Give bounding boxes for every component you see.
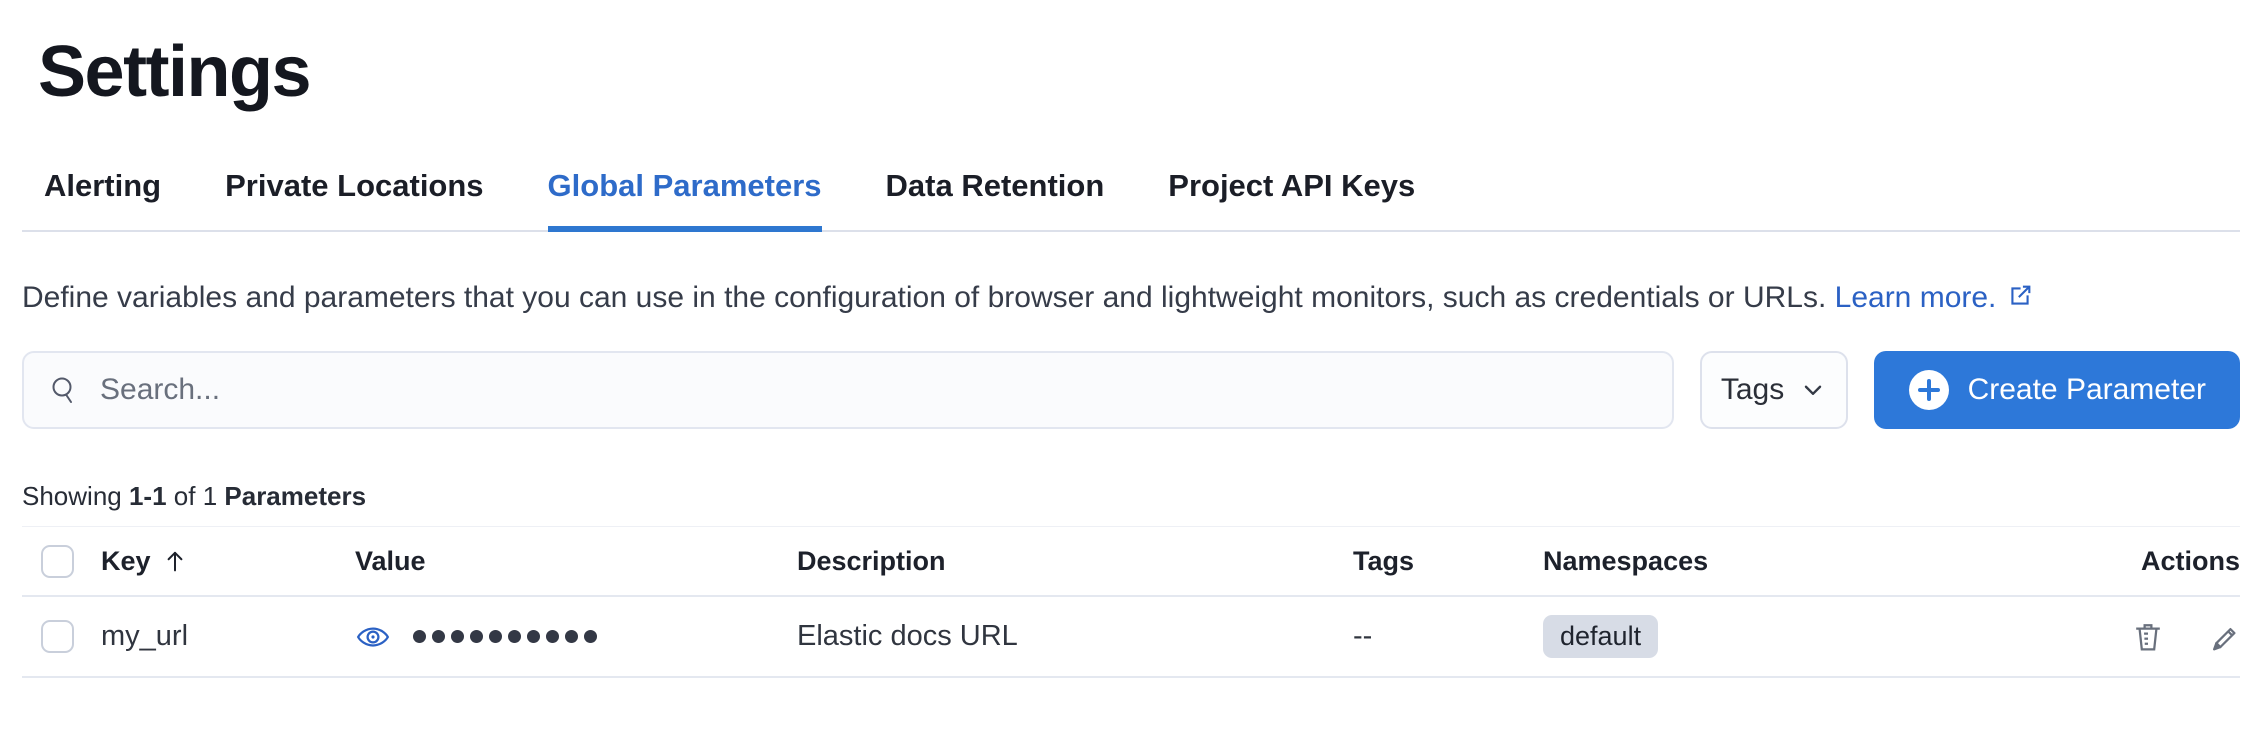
tab-private-locations[interactable]: Private Locations: [225, 168, 484, 203]
row-tags: --: [1353, 620, 1373, 652]
settings-tabs: Alerting Private Locations Global Parame…: [22, 168, 2240, 232]
tab-global-parameters[interactable]: Global Parameters: [547, 168, 822, 232]
learn-more-link[interactable]: Learn more.: [1835, 281, 2035, 314]
column-header-tags: Tags: [1353, 545, 1415, 576]
settings-page: Settings Alerting Private Locations Glob…: [0, 30, 2262, 754]
trash-icon[interactable]: [2130, 619, 2166, 655]
column-header-key[interactable]: Key: [86, 546, 340, 577]
eye-icon[interactable]: [355, 619, 391, 655]
table-row: my_url Elastic docs URL -- default: [22, 597, 2240, 678]
namespace-badge: default: [1543, 615, 1659, 658]
search-input[interactable]: [100, 373, 1648, 407]
sort-ascending-icon: [161, 547, 189, 575]
select-all-checkbox[interactable]: [41, 544, 74, 578]
external-link-icon: [2006, 277, 2034, 325]
page-title: Settings: [38, 32, 312, 112]
table-header-row: Key Value Description Tags Namespaces Ac…: [22, 526, 2240, 597]
row-namespaces: default: [1528, 615, 2100, 658]
tab-alerting[interactable]: Alerting: [44, 168, 162, 203]
column-header-description: Description: [797, 545, 946, 576]
row-value: [340, 619, 782, 655]
row-key: my_url: [101, 620, 189, 652]
row-actions: [2100, 619, 2240, 655]
tab-data-retention[interactable]: Data Retention: [885, 168, 1105, 203]
page-description: Define variables and parameters that you…: [22, 274, 2222, 325]
search-box: [22, 351, 1674, 429]
pencil-icon[interactable]: [2204, 619, 2240, 655]
row-checkbox[interactable]: [41, 620, 74, 653]
tags-filter-label: Tags: [1720, 373, 1785, 406]
search-icon: [48, 374, 80, 406]
plus-in-circle-icon: [1908, 369, 1950, 411]
description-text: Define variables and parameters that you…: [22, 281, 1827, 314]
parameters-table: Key Value Description Tags Namespaces Ac…: [22, 526, 2240, 678]
results-count: Showing 1-1 of 1 Parameters: [22, 481, 367, 511]
create-parameter-label: Create Parameter: [1967, 373, 2206, 406]
tab-project-api-keys[interactable]: Project API Keys: [1168, 168, 1416, 203]
column-header-namespaces: Namespaces: [1543, 545, 1709, 576]
column-header-value: Value: [355, 545, 426, 576]
create-parameter-button[interactable]: Create Parameter: [1873, 351, 2240, 429]
parameters-toolbar: Tags Create Parameter: [22, 351, 2240, 429]
tags-filter-button[interactable]: Tags: [1699, 351, 1848, 429]
column-header-actions: Actions: [2140, 545, 2240, 576]
chevron-down-icon: [1800, 377, 1826, 403]
row-description: Elastic docs URL: [797, 620, 1018, 652]
hidden-value-dots: [413, 630, 597, 643]
